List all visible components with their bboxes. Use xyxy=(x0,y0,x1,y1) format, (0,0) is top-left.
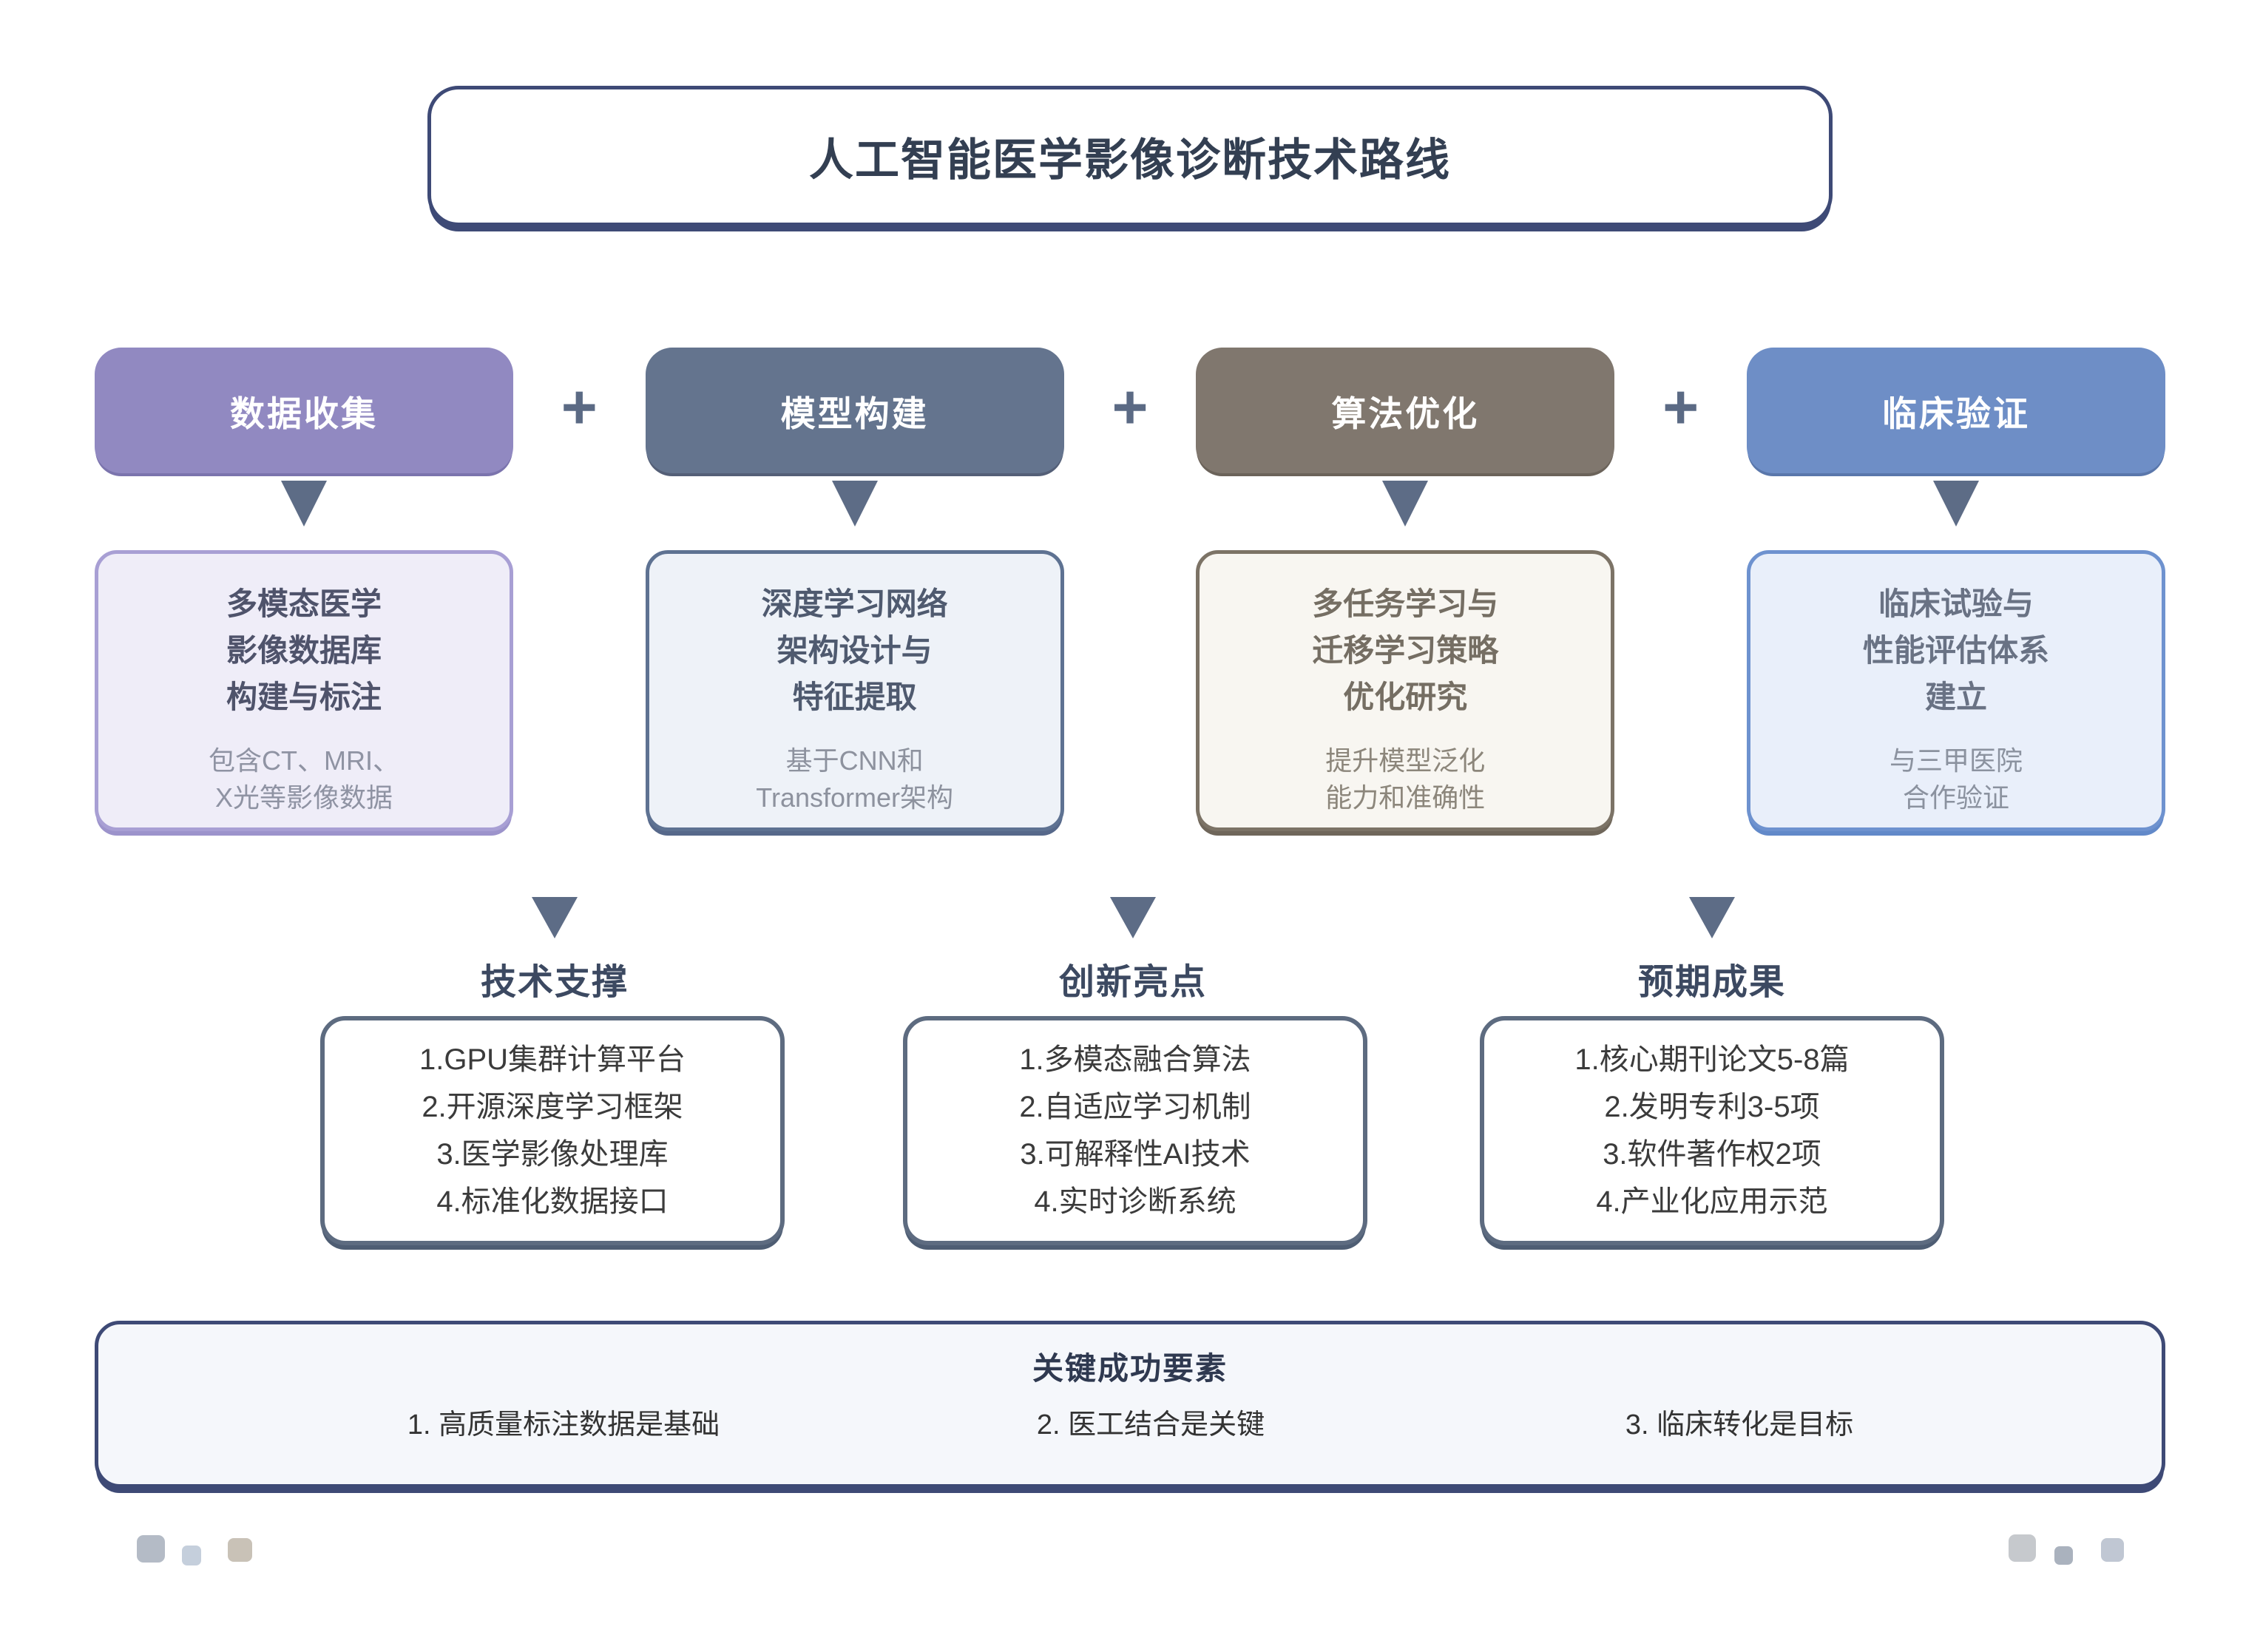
down-arrow-icon xyxy=(831,481,878,527)
detail-box-model-building: 深度学习网络 架构设计与 特征提取 基于CNN和 Transformer架构 xyxy=(645,550,1064,831)
list-item: 4.实时诊断系统 xyxy=(1034,1185,1236,1218)
phase-box-model-building: 模型构建 xyxy=(645,348,1064,473)
detail-subtitle-line: X光等影像数据 xyxy=(214,782,393,813)
phase-box-algorithm-optimization: 算法优化 xyxy=(1196,348,1615,473)
list-item: 2.发明专利3-5项 xyxy=(1604,1091,1820,1123)
list-item: 4.产业化应用示范 xyxy=(1596,1185,1828,1218)
diagram-title-box: 人工智能医学影像诊断技术路线 xyxy=(427,86,1833,226)
detail-row: 多模态医学 影像数据库 构建与标注 包含CT、MRI、 X光等影像数据 深度学习… xyxy=(95,550,2165,831)
down-arrow-icon xyxy=(1382,481,1429,527)
list-item: 2.自适应学习机制 xyxy=(1019,1091,1251,1123)
list-item: 3.医学影像处理库 xyxy=(436,1138,669,1171)
plus-icon: + xyxy=(1662,372,1699,441)
plus-icon: + xyxy=(1112,372,1148,441)
detail-title-line: 建立 xyxy=(1924,680,1987,714)
section-heading-expected-outcomes: 预期成果 xyxy=(1637,963,1787,1002)
section-box-innovations: 1.多模态融合算法 2.自适应学习机制 3.可解释性AI技术 4.实时诊断系统 xyxy=(903,1016,1367,1245)
detail-title-line: 影像数据库 xyxy=(226,633,382,668)
detail-title-line: 构建与标注 xyxy=(226,680,382,714)
key-success-factors-box: 关键成功要素 1. 高质量标注数据是基础 2. 医工结合是关键 3. 临床转化是… xyxy=(95,1321,2165,1488)
detail-subtitle-line: 能力和准确性 xyxy=(1325,782,1486,813)
down-arrow-icon xyxy=(532,897,578,938)
footer-heading: 关键成功要素 xyxy=(1032,1351,1228,1386)
phase-label: 数据收集 xyxy=(230,393,378,433)
phase-row: 数据收集 + 模型构建 + 算法优化 + 临床验证 xyxy=(95,348,2165,473)
decor-square-icon xyxy=(228,1538,252,1562)
phase-box-clinical-validation: 临床验证 xyxy=(1746,348,2165,473)
list-item: 1.GPU集群计算平台 xyxy=(419,1043,686,1076)
detail-box-algorithm-optimization: 多任务学习与 迁移学习策略 优化研究 提升模型泛化 能力和准确性 xyxy=(1196,550,1615,831)
list-item: 1.多模态融合算法 xyxy=(1019,1043,1251,1076)
list-item: 3.可解释性AI技术 xyxy=(1020,1138,1251,1171)
down-arrow-icon xyxy=(281,481,327,527)
decor-square-icon xyxy=(137,1535,165,1563)
detail-title-line: 性能评估体系 xyxy=(1862,633,2049,668)
section-heading-innovations: 创新亮点 xyxy=(1058,963,1208,1002)
phase-label: 临床验证 xyxy=(1881,393,2030,433)
detail-title-line: 多任务学习与 xyxy=(1312,586,1499,621)
arrow-row-1 xyxy=(95,481,2165,527)
footer-item: 1. 高质量标注数据是基础 xyxy=(407,1409,720,1441)
phase-label: 模型构建 xyxy=(780,393,929,433)
down-arrow-icon xyxy=(1110,897,1156,938)
detail-subtitle-line: 与三甲医院 xyxy=(1889,745,2023,776)
detail-subtitle-line: 包含CT、MRI、 xyxy=(209,745,399,776)
detail-title-line: 深度学习网络 xyxy=(761,586,948,621)
detail-title-line: 特征提取 xyxy=(792,680,917,714)
list-item: 4.标准化数据接口 xyxy=(436,1185,669,1218)
footer-item: 2. 医工结合是关键 xyxy=(1036,1409,1265,1441)
detail-title-line: 优化研究 xyxy=(1343,680,1468,714)
phase-label: 算法优化 xyxy=(1331,393,1480,433)
detail-subtitle-line: Transformer架构 xyxy=(756,782,953,813)
list-item: 3.软件著作权2项 xyxy=(1603,1138,1821,1171)
footer-item: 3. 临床转化是目标 xyxy=(1625,1409,1854,1441)
section-heading-tech-support: 技术支撑 xyxy=(480,963,629,1002)
phase-box-data-collection: 数据收集 xyxy=(95,348,513,473)
section-box-expected-outcomes: 1.核心期刊论文5-8篇 2.发明专利3-5项 3.软件著作权2项 4.产业化应… xyxy=(1480,1016,1944,1245)
list-item: 2.开源深度学习框架 xyxy=(422,1091,683,1123)
section-box-tech-support: 1.GPU集群计算平台 2.开源深度学习框架 3.医学影像处理库 4.标准化数据… xyxy=(320,1016,785,1245)
down-arrow-icon xyxy=(1689,897,1735,938)
decor-square-icon xyxy=(2101,1538,2124,1562)
list-item: 1.核心期刊论文5-8篇 xyxy=(1574,1043,1850,1076)
detail-box-clinical-validation: 临床试验与 性能评估体系 建立 与三甲医院 合作验证 xyxy=(1746,550,2165,831)
decor-square-icon xyxy=(2009,1534,2036,1562)
detail-title-line: 临床试验与 xyxy=(1878,586,2034,621)
detail-title-line: 迁移学习策略 xyxy=(1312,633,1499,668)
detail-title-line: 多模态医学 xyxy=(226,586,382,621)
decor-square-icon xyxy=(182,1546,201,1565)
detail-subtitle-line: 合作验证 xyxy=(1902,782,2009,813)
decor-square-icon xyxy=(2054,1546,2073,1565)
plus-icon: + xyxy=(561,372,598,441)
detail-subtitle-line: 基于CNN和 xyxy=(785,745,924,776)
page-title: 人工智能医学影像诊断技术路线 xyxy=(809,135,1451,185)
detail-subtitle-line: 提升模型泛化 xyxy=(1325,745,1486,776)
down-arrow-icon xyxy=(1932,481,1979,527)
detail-title-line: 架构设计与 xyxy=(777,633,933,668)
detail-box-data-collection: 多模态医学 影像数据库 构建与标注 包含CT、MRI、 X光等影像数据 xyxy=(95,550,513,831)
